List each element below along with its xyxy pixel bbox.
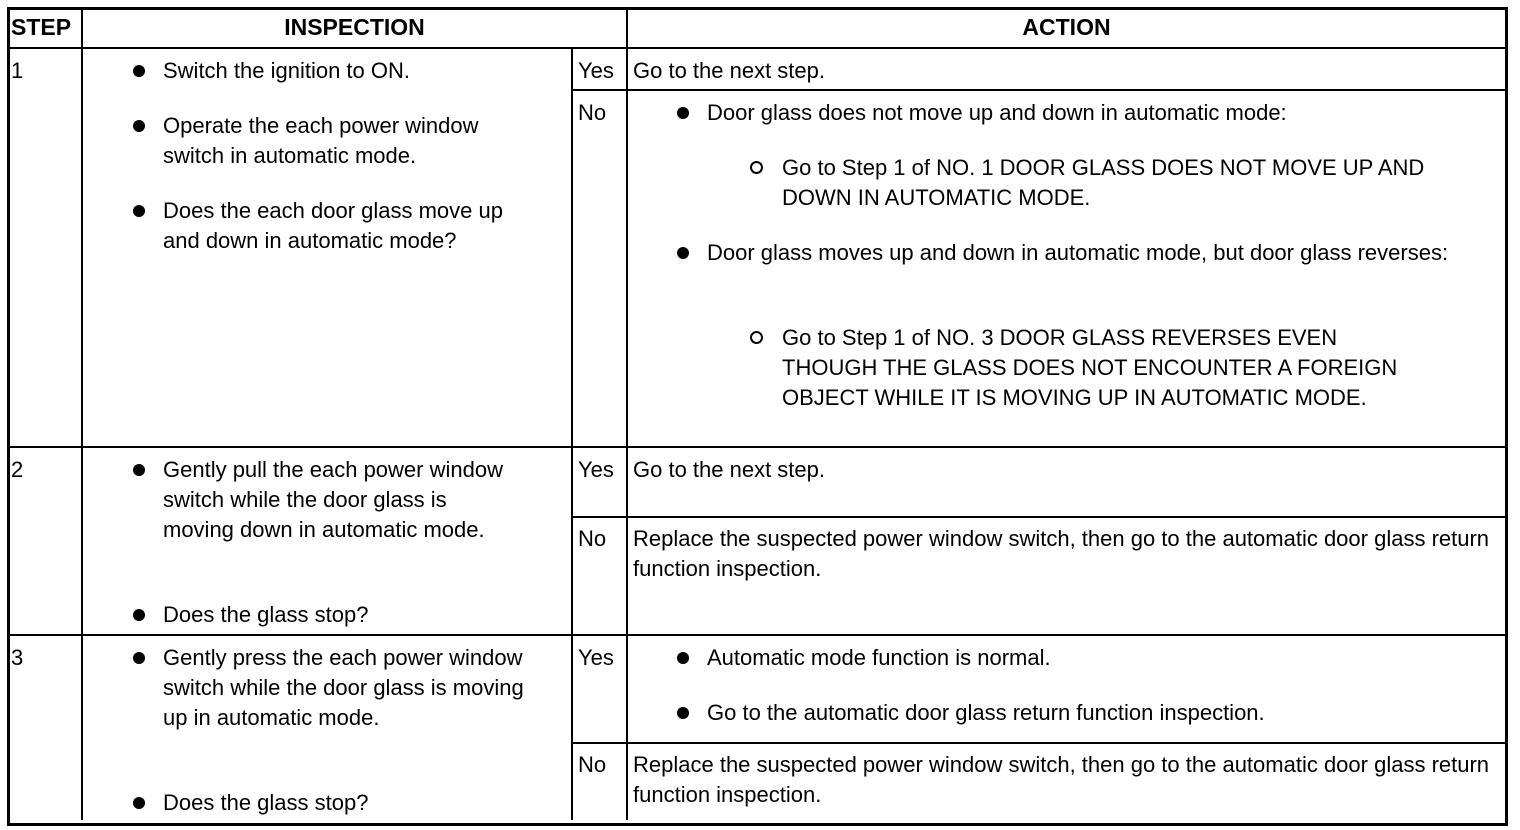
step-number: 2: [11, 457, 24, 482]
step-column-divider: [81, 8, 83, 820]
bullet-icon: [133, 205, 145, 217]
bullet-icon: [133, 609, 145, 621]
yes-no-column-divider: [571, 48, 573, 820]
inspection-item: Gently press the each power window switc…: [163, 645, 524, 730]
step-number: 1: [11, 58, 24, 83]
bullet-icon: [133, 652, 145, 664]
header-divider: [8, 47, 1505, 49]
header-step: STEP: [11, 14, 72, 40]
yes-label: Yes: [578, 645, 614, 670]
yes-action-item: Automatic mode function is normal.: [707, 645, 1051, 670]
bullet-icon: [133, 797, 145, 809]
bullet-icon: [677, 707, 689, 719]
no-label: No: [578, 100, 607, 125]
table-border: [7, 7, 1508, 826]
inspection-item: Does the glass stop?: [163, 602, 369, 627]
no-action-subitem: Go to Step 1 of NO. 3 DOOR GLASS REVERSE…: [782, 325, 1398, 410]
bullet-icon: [677, 247, 689, 259]
row2-yes-no-divider: [572, 516, 1505, 518]
sub-bullet-icon: [750, 331, 763, 344]
inspection-item: Switch the ignition to ON.: [163, 58, 411, 83]
yes-action-item: Go to the automatic door glass return fu…: [707, 700, 1265, 725]
no-action: Replace the suspected power window switc…: [633, 526, 1490, 581]
bullet-icon: [133, 464, 145, 476]
sub-bullet-icon: [750, 161, 763, 174]
row1-yes-no-divider: [572, 89, 1505, 91]
inspection-item: Operate the each power window switch in …: [163, 113, 479, 168]
bullet-icon: [677, 652, 689, 664]
no-action-subitem: Go to Step 1 of NO. 1 DOOR GLASS DOES NO…: [782, 155, 1425, 210]
yes-action: Go to the next step.: [633, 457, 826, 482]
row1-bottom-divider: [8, 446, 1505, 448]
no-action: Replace the suspected power window switc…: [633, 752, 1490, 807]
step-number: 3: [11, 645, 24, 670]
row2-bottom-divider: [8, 634, 1505, 636]
inspection-item: Does the each door glass move up and dow…: [163, 198, 503, 253]
header-action: ACTION: [1022, 14, 1111, 40]
bullet-icon: [677, 107, 689, 119]
no-label: No: [578, 752, 607, 777]
header-inspection: INSPECTION: [284, 14, 425, 40]
yes-label: Yes: [578, 457, 614, 482]
no-label: No: [578, 526, 607, 551]
no-action-item: Door glass does not move up and down in …: [707, 100, 1287, 125]
no-action-item: Door glass moves up and down in automati…: [707, 240, 1449, 265]
yes-action: Go to the next step.: [633, 58, 826, 83]
bullet-icon: [133, 120, 145, 132]
bullet-icon: [133, 65, 145, 77]
inspection-item: Does the glass stop?: [163, 790, 369, 815]
inspection-item: Gently pull the each power window switch…: [163, 457, 503, 542]
yes-label: Yes: [578, 58, 614, 83]
action-column-divider: [626, 8, 628, 820]
row3-yes-no-divider: [572, 742, 1505, 744]
